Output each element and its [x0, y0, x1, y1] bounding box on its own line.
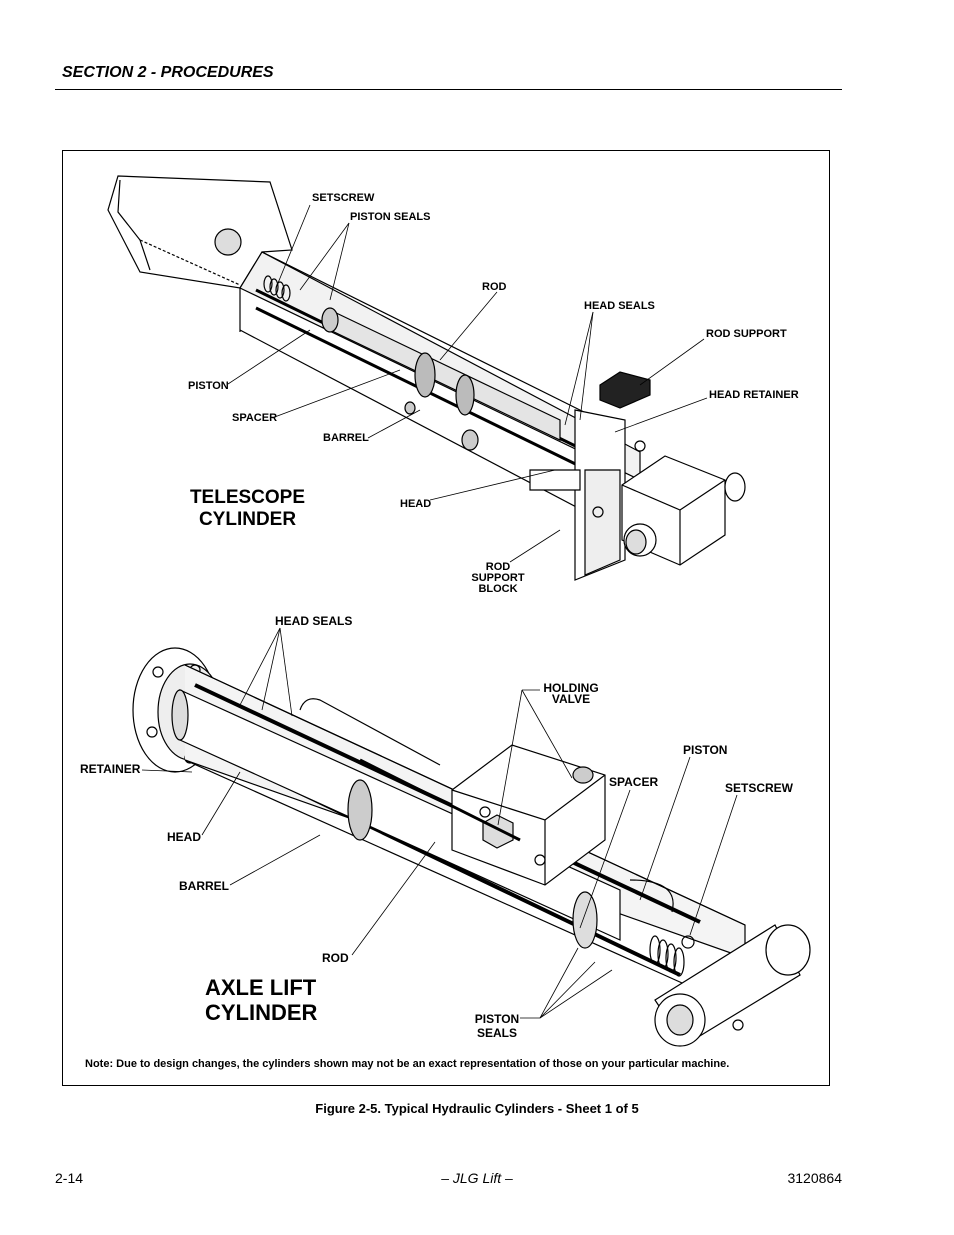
- label-head-seals: HEAD SEALS: [584, 300, 655, 312]
- axle-lift-cylinder-title: AXLE LIFT CYLINDER: [205, 975, 317, 1025]
- label-head-retainer: HEAD RETAINER: [709, 389, 799, 401]
- telescope-cylinder-drawing: [107, 175, 746, 581]
- footer-doc-number: 3120864: [787, 1170, 842, 1186]
- telescope-cylinder-title: TELESCOPE CYLINDER: [180, 487, 315, 531]
- section-header: SECTION 2 - PROCEDURES: [62, 64, 274, 81]
- telescope-leader-lines: [227, 204, 708, 563]
- telescope-title-line2: CYLINDER: [198, 509, 297, 530]
- footer-title: – JLG Lift –: [441, 1170, 513, 1186]
- label-axle-spacer: SPACER: [609, 775, 659, 789]
- label-setscrew: SETSCREW: [312, 192, 375, 204]
- label-piston: PISTON: [188, 380, 229, 392]
- label-axle-piston-seals-line1: PISTON: [474, 1012, 520, 1026]
- label-axle-head-seals: HEAD SEALS: [275, 614, 353, 628]
- label-rod-support: ROD SUPPORT: [706, 328, 787, 340]
- header-rule: [55, 89, 842, 90]
- label-axle-piston-seals: PISTON SEALS: [467, 1012, 527, 1040]
- figure-frame: [62, 150, 830, 1086]
- label-rod-support-block-line2: SUPPORT: [471, 572, 525, 584]
- label-rod-support-block-line3: BLOCK: [478, 583, 518, 595]
- label-head: HEAD: [400, 498, 432, 510]
- axle-title-line2: CYLINDER: [205, 1000, 318, 1025]
- label-rod-support-block-line1: ROD: [485, 561, 511, 573]
- axle-title-line1: AXLE LIFT: [205, 975, 317, 1000]
- label-rod: ROD: [482, 281, 507, 293]
- label-spacer: SPACER: [232, 412, 278, 424]
- telescope-title-line1: TELESCOPE: [189, 487, 306, 508]
- label-axle-piston: PISTON: [683, 743, 728, 757]
- figure-caption: Figure 2-5. Typical Hydraulic Cylinders …: [315, 1101, 639, 1116]
- axle-lift-cylinder-drawing: [132, 647, 811, 1047]
- label-holding-valve-line2: VALVE: [551, 692, 591, 706]
- label-axle-rod: ROD: [322, 951, 349, 965]
- label-barrel: BARREL: [323, 432, 369, 444]
- label-piston-seals: PISTON SEALS: [350, 211, 431, 223]
- label-holding-valve-line1: HOLDING: [543, 681, 599, 695]
- label-retainer: RETAINER: [80, 762, 141, 776]
- footer-page-number: 2-14: [55, 1170, 84, 1186]
- label-axle-head: HEAD: [167, 830, 202, 844]
- label-axle-setscrew: SETSCREW: [725, 781, 794, 795]
- figure-note: Note: Due to design changes, the cylinde…: [85, 1058, 730, 1070]
- label-rod-support-block: ROD SUPPORT BLOCK: [468, 562, 528, 595]
- axle-leader-lines: [141, 627, 738, 1019]
- label-holding-valve: HOLDING VALVE: [536, 681, 606, 706]
- label-axle-barrel: BARREL: [179, 879, 229, 893]
- label-axle-piston-seals-line2: SEALS: [476, 1026, 517, 1040]
